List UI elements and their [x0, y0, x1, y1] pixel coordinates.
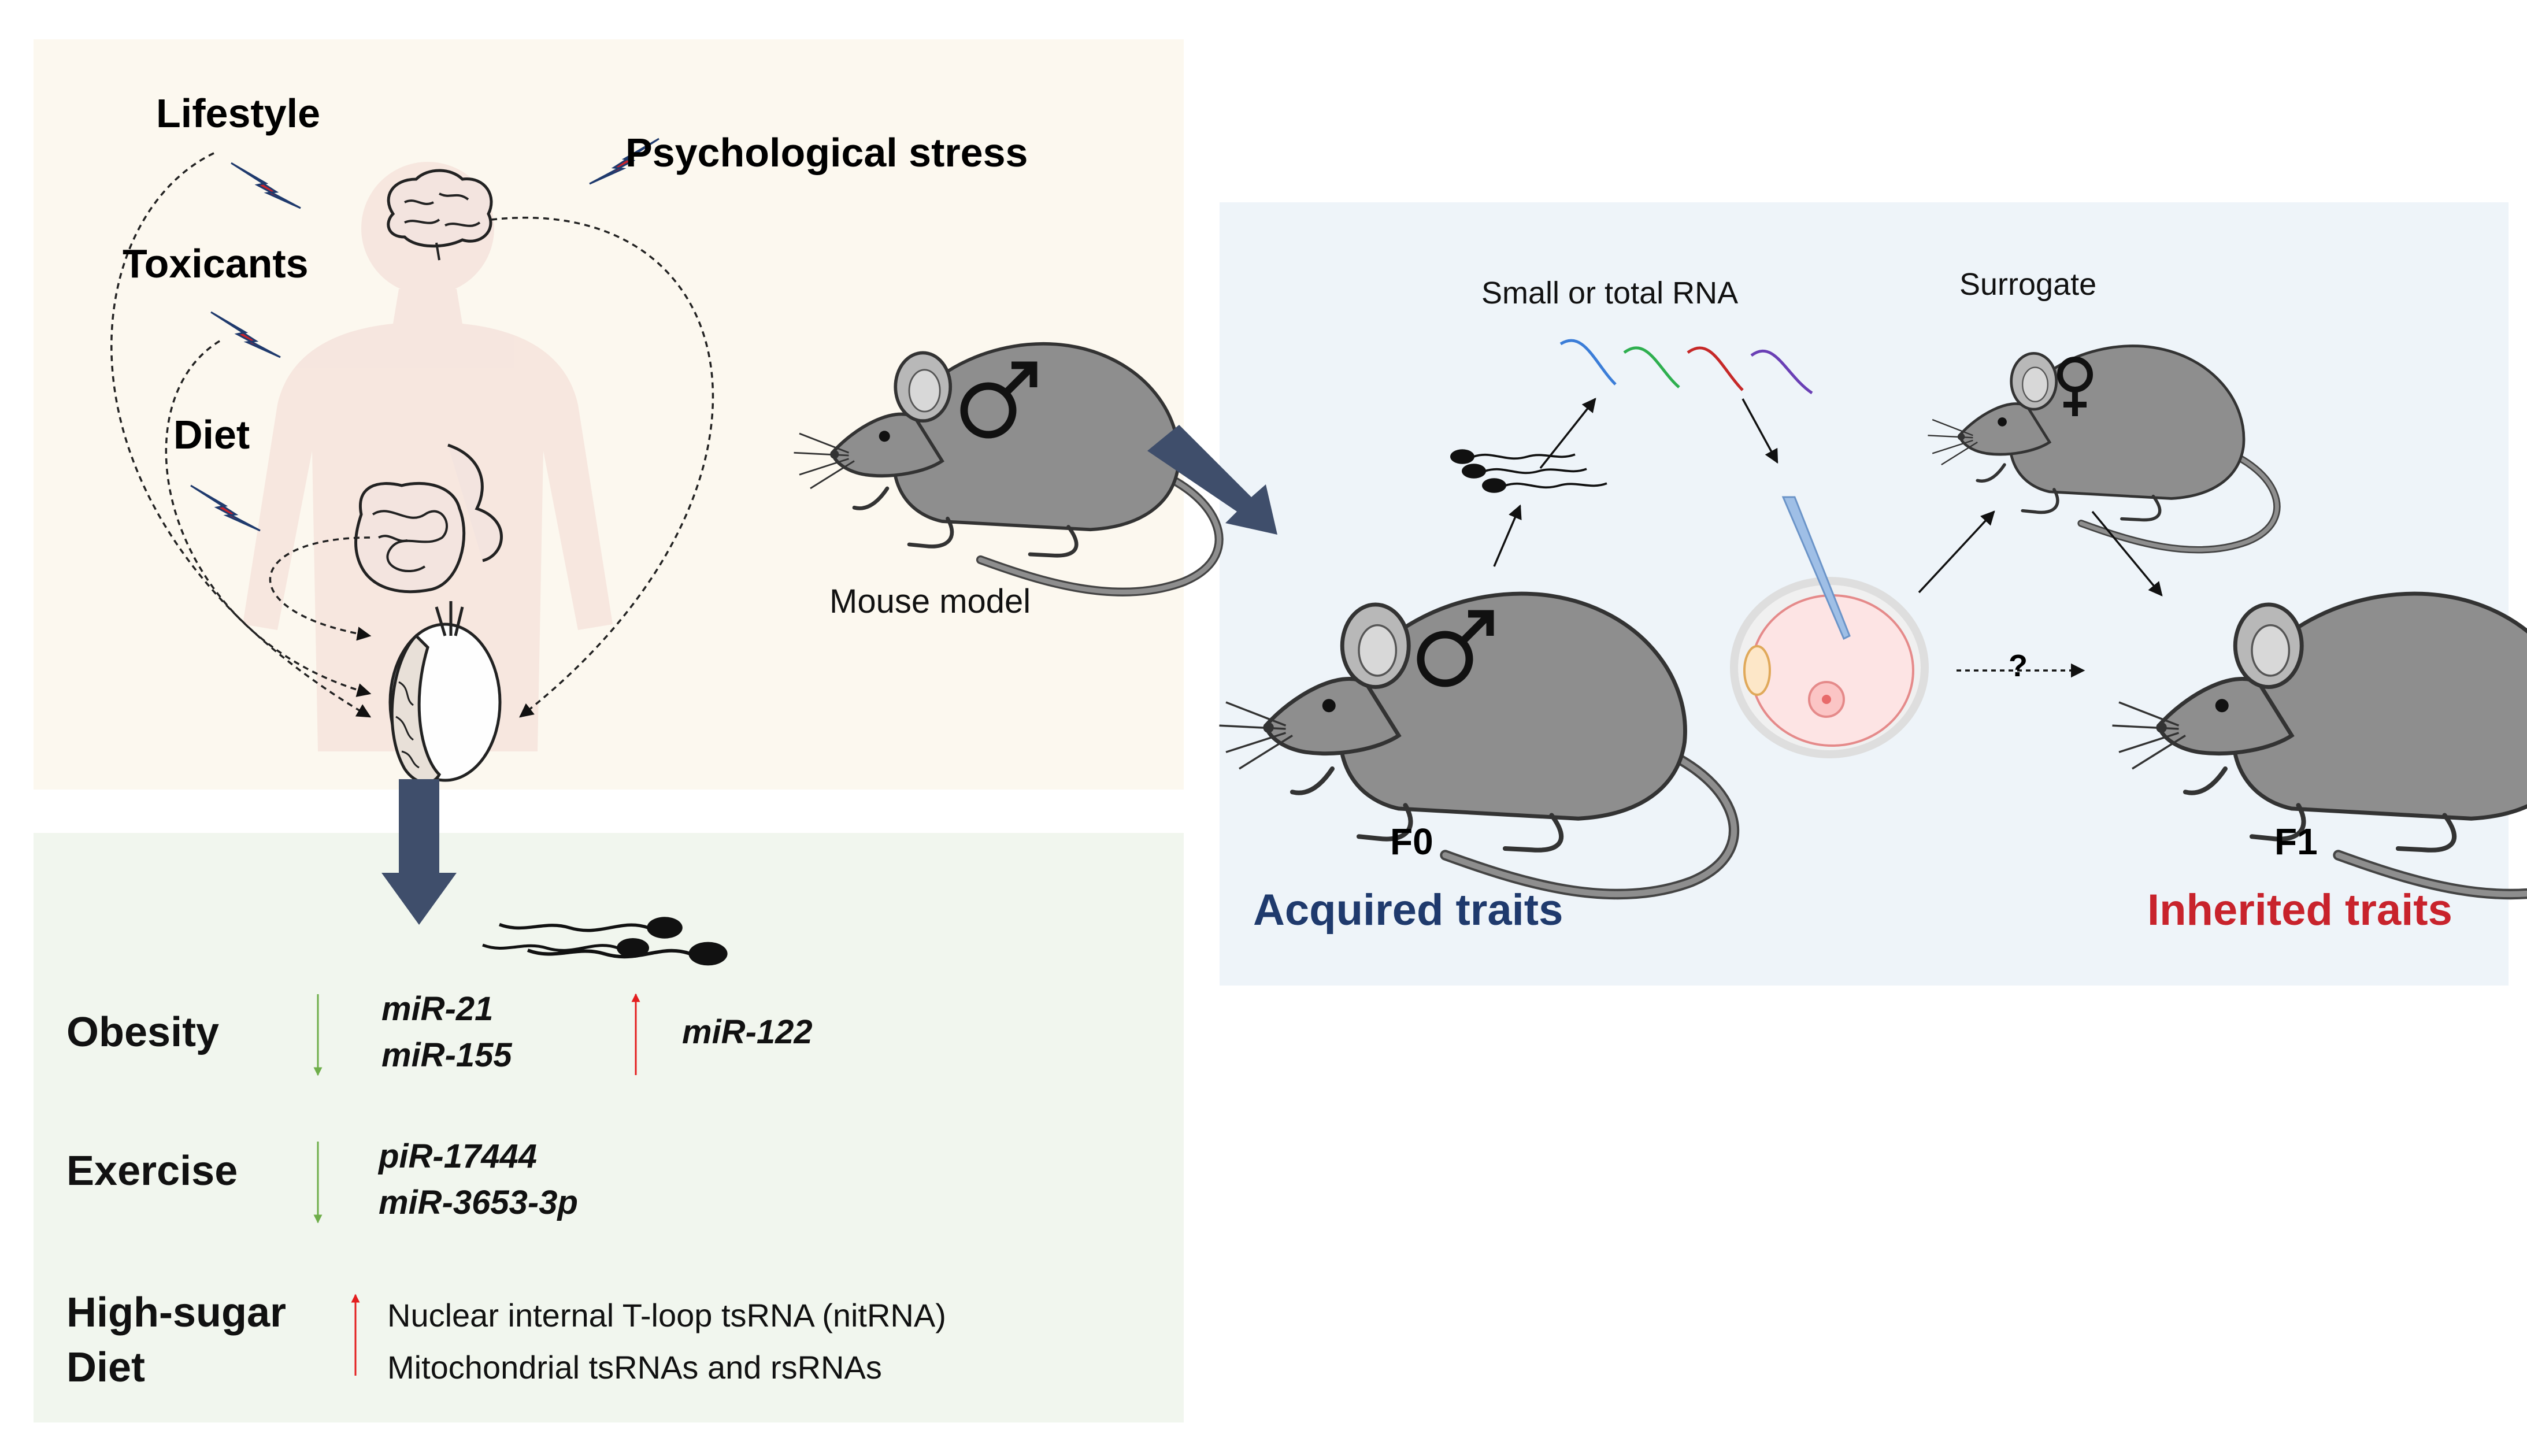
condition-name: Exercise — [66, 1148, 238, 1194]
downregulated-rna: miR-21 — [381, 990, 493, 1028]
f1-label: F1 — [2274, 821, 2318, 862]
upregulated-rna: miR-122 — [682, 1013, 813, 1051]
surrogate-label: Surrogate — [1959, 267, 2096, 302]
mouse-model-label: Mouse model — [829, 583, 1031, 620]
question-mark: ? — [2009, 649, 2028, 683]
rna-label: Small or total RNA — [1481, 276, 1738, 310]
condition-name: Obesity — [66, 1009, 219, 1055]
diet-label: Diet — [173, 412, 250, 457]
inherited-traits-label: Inherited traits — [2147, 886, 2452, 935]
downregulated-rna: miR-3653-3p — [379, 1184, 578, 1221]
condition-name: High-sugar — [66, 1290, 286, 1336]
psychological-stress-label: Psychological stress — [625, 130, 1028, 175]
toxicants-label: Toxicants — [123, 241, 309, 286]
downregulated-rna: miR-155 — [381, 1036, 512, 1074]
downregulated-rna: piR-17444 — [377, 1138, 537, 1175]
upregulated-rna: Mitochondrial tsRNAs and rsRNAs — [387, 1349, 882, 1385]
lifestyle-label: Lifestyle — [156, 91, 320, 136]
f0-label: F0 — [1390, 821, 1433, 862]
upregulated-rna: Nuclear internal T-loop tsRNA (nitRNA) — [387, 1297, 946, 1333]
acquired-traits-label: Acquired traits — [1253, 886, 1563, 935]
condition-name: Diet — [66, 1344, 145, 1391]
